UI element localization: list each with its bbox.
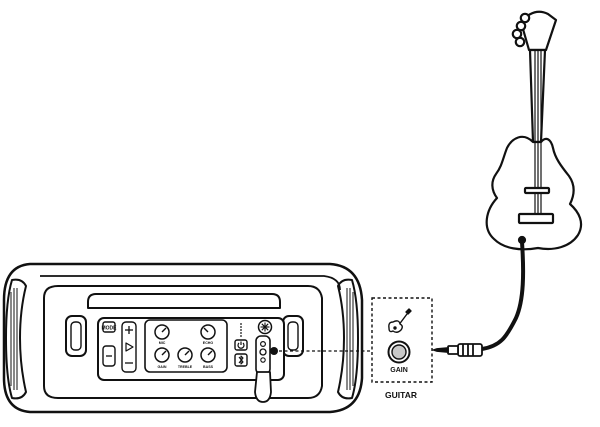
mode-button[interactable]: MODE <box>102 321 118 333</box>
gain-jack[interactable] <box>387 340 411 364</box>
tuning-peg <box>515 20 527 32</box>
minus-button[interactable] <box>102 345 116 367</box>
port-cover-flap[interactable] <box>254 371 272 403</box>
bluetooth-button[interactable] <box>234 353 248 367</box>
battery-indicator <box>240 323 242 337</box>
guitar-icon <box>388 308 412 333</box>
speaker-panel-slot <box>87 293 281 309</box>
mic-knob-label: MIC <box>159 341 166 345</box>
guitar-cable <box>431 240 526 357</box>
plus-icon <box>125 326 133 334</box>
play-icon <box>125 342 134 352</box>
power-icon <box>237 341 245 349</box>
gain-knob[interactable]: GAIN <box>154 347 170 369</box>
guitar-input-highlight <box>270 347 278 355</box>
volume-play-rocker[interactable] <box>121 321 137 373</box>
guitar-bridge <box>517 212 555 225</box>
light-icon <box>260 322 270 332</box>
guitar-label: GUITAR <box>385 390 417 400</box>
mic-jack[interactable] <box>260 341 267 348</box>
cable-plug <box>431 343 483 357</box>
speaker-left-grille <box>10 288 18 390</box>
treble-knob-label: TREBLE <box>178 365 193 369</box>
input-jack-panel <box>255 335 271 375</box>
speaker-top-rim <box>40 275 341 291</box>
gain-label: GAIN <box>390 367 408 374</box>
bass-knob-label: BASS <box>203 365 214 369</box>
speaker-right-grille <box>346 288 354 390</box>
tuning-peg <box>519 12 531 24</box>
mode-button-label: MODE <box>102 326 118 332</box>
echo-knob[interactable]: ECHO <box>200 324 216 345</box>
gain-knob-label: GAIN <box>158 365 167 369</box>
light-button[interactable] <box>257 319 273 335</box>
mic-knob[interactable]: MIC <box>154 324 170 345</box>
usb-port[interactable] <box>260 357 266 363</box>
treble-knob[interactable]: TREBLE <box>177 347 193 369</box>
guitar-pickup <box>523 186 551 195</box>
bass-knob[interactable]: BASS <box>200 347 216 369</box>
tuning-peg <box>511 28 523 40</box>
guitar-jack-on-speaker[interactable] <box>259 348 267 356</box>
power-button[interactable] <box>234 339 248 351</box>
bluetooth-icon <box>238 355 244 365</box>
guitar <box>485 10 583 251</box>
callout-box <box>371 297 433 383</box>
guitar-headstock <box>511 10 558 52</box>
echo-knob-label: ECHO <box>203 341 214 345</box>
speaker: MODE MIC ECHO <box>2 262 364 414</box>
